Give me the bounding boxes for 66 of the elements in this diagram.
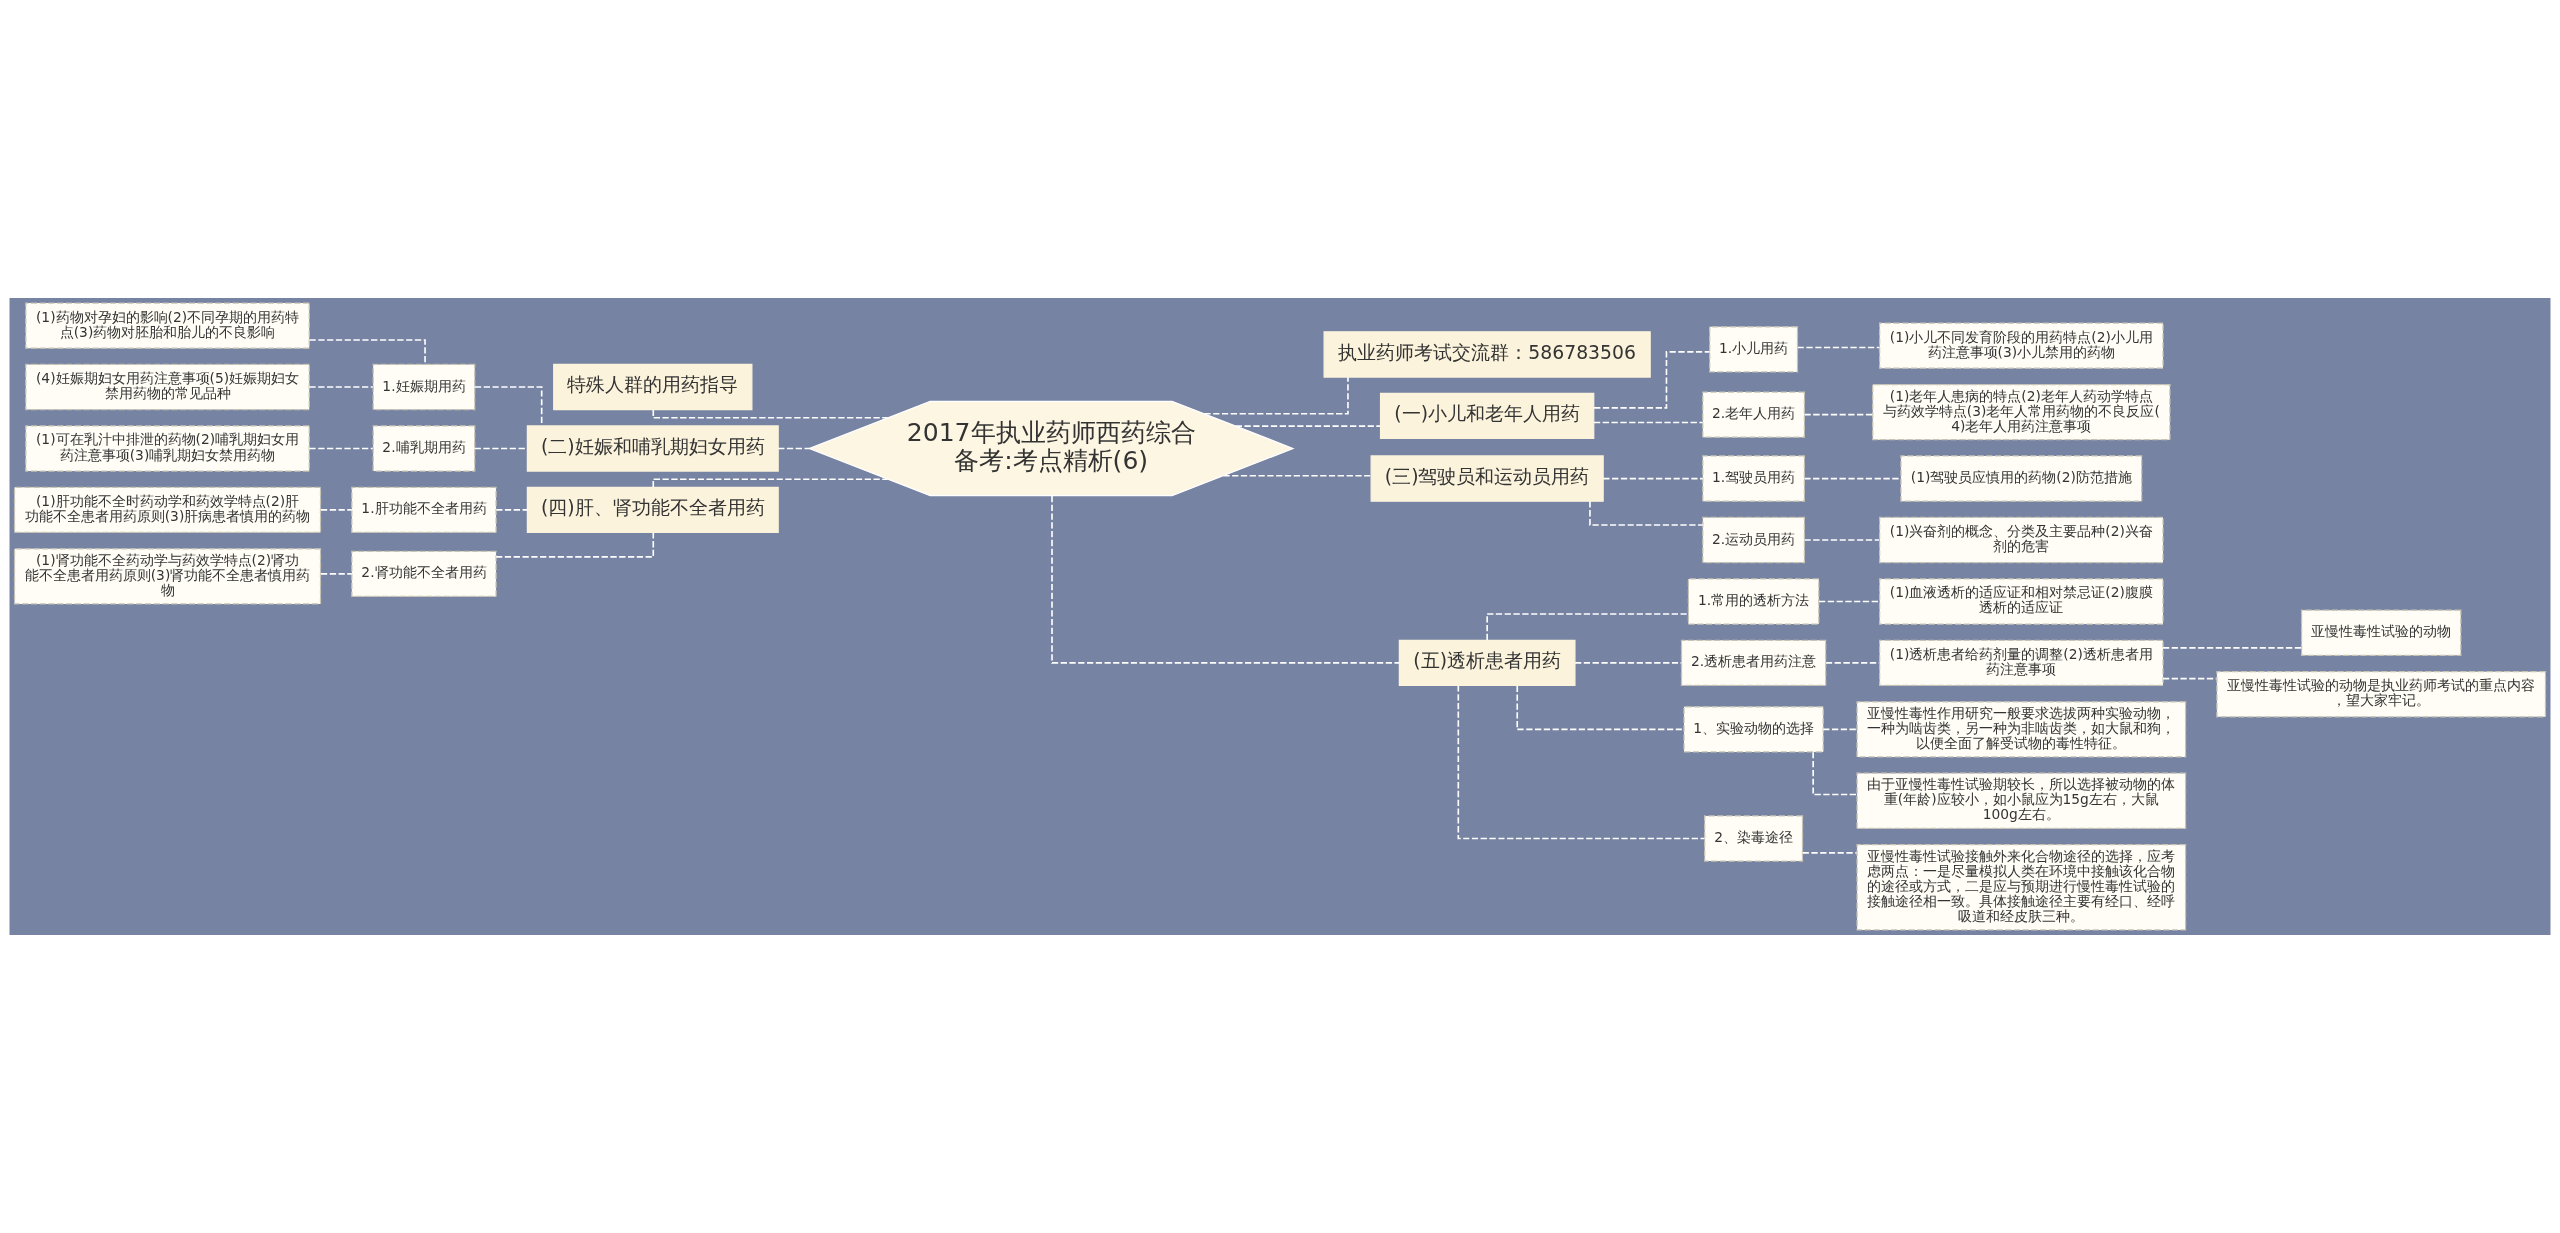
- connector: [1602, 477, 1704, 480]
- node-box: 2.肾功能不全者用药: [351, 550, 497, 598]
- node-box: (1)肾功能不全药动学与药效学特点(2)肾功能不全患者用药原则(3)肾功能不全患者慎用药物: [13, 548, 322, 605]
- node-box: 1.肝功能不全者用药: [351, 486, 497, 534]
- connector: [652, 408, 889, 419]
- connector: [308, 339, 426, 365]
- node-box: 1.小儿用药: [1709, 326, 1799, 373]
- connector: [1822, 728, 1858, 731]
- node-box: 1.常用的透析方法: [1687, 578, 1820, 625]
- connector: [1812, 751, 1858, 796]
- connector: [1051, 495, 1400, 664]
- node-box: (1)可在乳汁中排泄的药物(2)哺乳期妇女用药注意事项(3)哺乳期妇女禁用药物: [25, 425, 310, 472]
- connector: [1234, 425, 1381, 427]
- node-box: (1)小儿不同发育阶段的用药特点(2)小儿用药注意事项(3)小儿禁用的药物: [1879, 322, 2164, 369]
- node-box: 2.哺乳期用药: [372, 425, 476, 472]
- connector: [1222, 474, 1372, 477]
- node-box: 亚慢性毒性作用研究一般要求选拔两种实验动物，一种为啮齿类，另一种为非啮齿类，如大鼠和狗，以便全面了解受试物的毒性特征。: [1856, 701, 2187, 758]
- connector: [1593, 421, 1704, 424]
- node-box: (1)肝功能不全时药动学和药效学特点(2)肝功能不全患者用药原则(3)肝病患者慎用的药物: [13, 486, 322, 534]
- node-box: 2.运动员用药: [1702, 516, 1805, 564]
- node-box: 特殊人群的用药指导: [553, 363, 753, 411]
- connector: [1818, 600, 1881, 603]
- connector: [308, 447, 374, 450]
- connector: [1516, 684, 1685, 731]
- connector: [1589, 500, 1704, 526]
- connector: [1574, 662, 1683, 664]
- node-box: 执业药师考试交流群：586783506: [1323, 331, 1651, 378]
- node-box: 亚慢性毒性试验的动物: [2300, 609, 2462, 656]
- node-box: 2.老年人用药: [1702, 391, 1805, 438]
- connector: [1803, 413, 1874, 416]
- connector: [2162, 647, 2303, 649]
- connector: [319, 509, 353, 511]
- node-box: 由于亚慢性毒性试验期较长，所以选择被动物的体重(年龄)应较小，如小鼠应为15g左右，大鼠100g左右。: [1856, 772, 2187, 830]
- node-box: (4)妊娠期妇女用药注意事项(5)妊娠期妇女禁用药物的常见品种: [25, 363, 310, 411]
- node-box: (五)透析患者用药: [1398, 639, 1576, 687]
- connector: [1801, 852, 1858, 854]
- connector: [495, 509, 529, 511]
- node-box: (二)妊娠和哺乳期妇女用药: [526, 425, 779, 472]
- connector: [1457, 684, 1706, 840]
- connector: [777, 447, 811, 450]
- node-box: (三)驾驶员和运动员用药: [1370, 455, 1604, 502]
- node-box: 1、实验动物的选择: [1683, 706, 1824, 753]
- connector: [1803, 539, 1880, 541]
- node-box: (1)兴奋剂的概念、分类及主要品种(2)兴奋剂的危害: [1879, 516, 2164, 564]
- node-box: (一)小儿和老年人用药: [1379, 392, 1595, 440]
- connector: [495, 532, 655, 558]
- connector: [1593, 351, 1711, 409]
- node-box: 亚慢性毒性试验接触外来化合物途径的选择，应考虑两点：一是尽量模拟人类在环境中接触该化合物的途径或方式，二是应与预期进行慢性毒性试验的接触途径相一致。具体接触途径主要有经口、经呼吸道和经皮肤三种。: [1856, 844, 2187, 931]
- node-box: 1.妊娠期用药: [372, 363, 476, 411]
- connector: [1486, 613, 1689, 641]
- node-box: 1.驾驶员用药: [1702, 455, 1805, 502]
- node-box: (四)肝、肾功能不全者用药: [526, 486, 779, 534]
- node-box: 2.透析患者用药注意: [1680, 639, 1827, 687]
- connector: [319, 573, 353, 575]
- node-box: (1)老年人患病的特点(2)老年人药动学特点与药效学特点(3)老年人常用药物的不良反应(4)老年人用药注意事项: [1872, 383, 2171, 441]
- connector: [1803, 477, 1902, 480]
- connector: [1797, 346, 1881, 349]
- connector: [1203, 376, 1349, 415]
- connector: [308, 386, 374, 388]
- node-box: 亚慢性毒性试验的动物是执业药师考试的重点内容，望大家牢记。: [2216, 671, 2547, 718]
- node-box: (1)透析患者给药剂量的调整(2)透析患者用药注意事项: [1879, 639, 2164, 687]
- connector: [652, 478, 889, 489]
- node-box: 2、染毒途径: [1704, 815, 1804, 862]
- node-box: (1)驾驶员应慎用的药物(2)防范措施: [1900, 455, 2143, 502]
- node-box: (1)血液透析的适应证和相对禁忌证(2)腹膜透析的适应证: [1879, 578, 2164, 625]
- node-box: (1)药物对孕妇的影响(2)不同孕期的用药特点(3)药物对胚胎和胎儿的不良影响: [25, 302, 310, 349]
